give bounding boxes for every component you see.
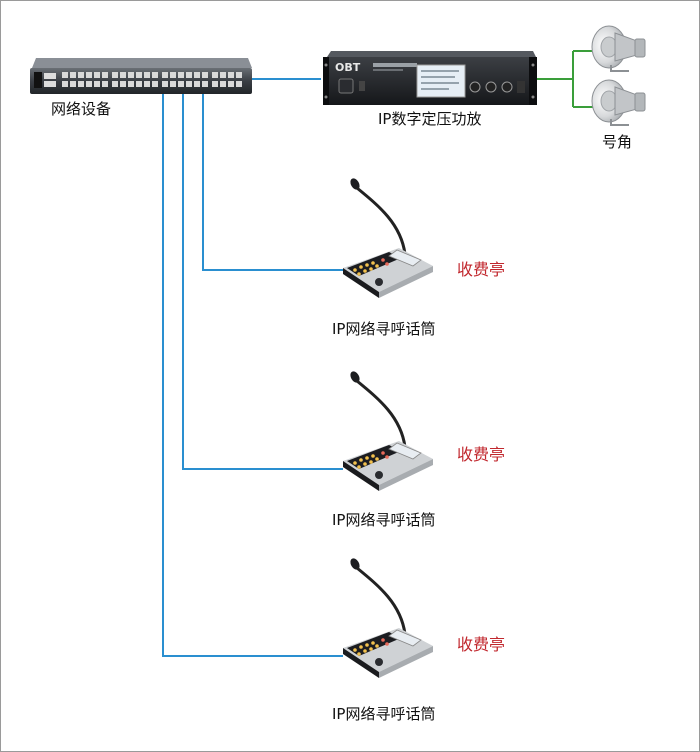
station-label-3: IP网络寻呼话筒 <box>332 705 436 723</box>
switch-label: 网络设备 <box>51 100 112 118</box>
station-label-2: IP网络寻呼话筒 <box>332 511 436 529</box>
paging-microphone-icon-2 <box>343 371 433 491</box>
horn-speaker-icon-1 <box>591 25 646 72</box>
amplifier-brand-text: OBT <box>335 61 361 74</box>
station-location-label-3: 收费亭 <box>457 635 506 654</box>
station-location-label-2: 收费亭 <box>457 445 506 464</box>
paging-microphone-icon-1 <box>343 178 433 298</box>
paging-microphone-icon-3 <box>343 558 433 678</box>
lan-cable-switch-to-station-2 <box>182 91 343 470</box>
horn-label: 号角 <box>602 133 633 151</box>
lan-cable-switch-to-station-1 <box>202 91 343 271</box>
lan-cable-switch-to-station-3 <box>162 91 343 657</box>
network-switch-icon <box>30 58 252 94</box>
station-location-label-1: 收费亭 <box>457 260 506 279</box>
station-label-1: IP网络寻呼话筒 <box>332 320 436 338</box>
amplifier-label: IP数字定压功放 <box>378 110 482 128</box>
amplifier-icon: OBT <box>323 51 537 105</box>
horn-speaker-icon-2 <box>591 79 646 126</box>
